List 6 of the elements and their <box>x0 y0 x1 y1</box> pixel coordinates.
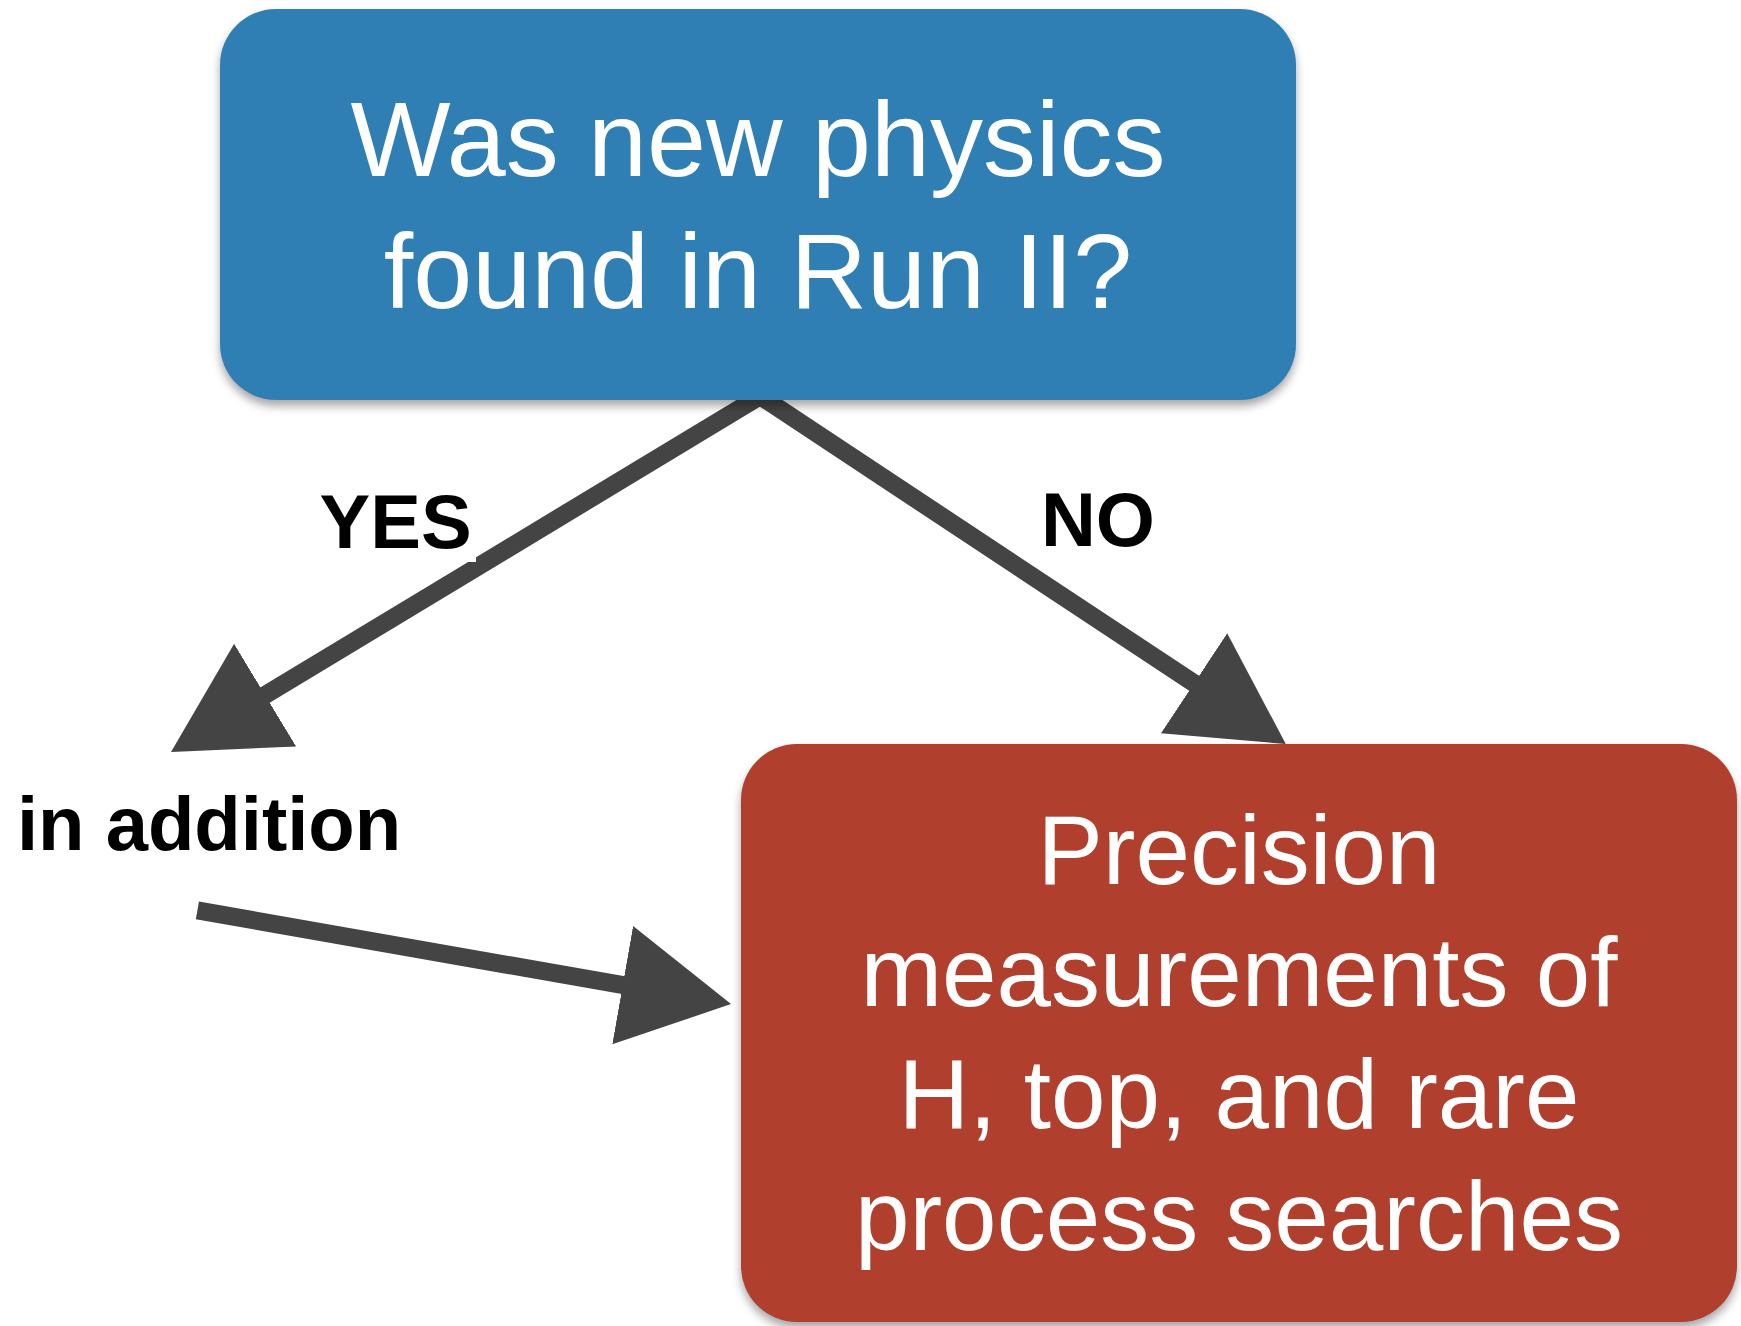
node-text: Precision measurements of H, top, and rare process searches <box>854 794 1624 1273</box>
node-text: Was new physics found in Run II? <box>349 78 1167 332</box>
decision-box <box>220 9 1296 400</box>
node-text: in addition <box>17 788 402 860</box>
outcome-box <box>741 744 1737 1322</box>
arrow <box>195 901 732 1045</box>
